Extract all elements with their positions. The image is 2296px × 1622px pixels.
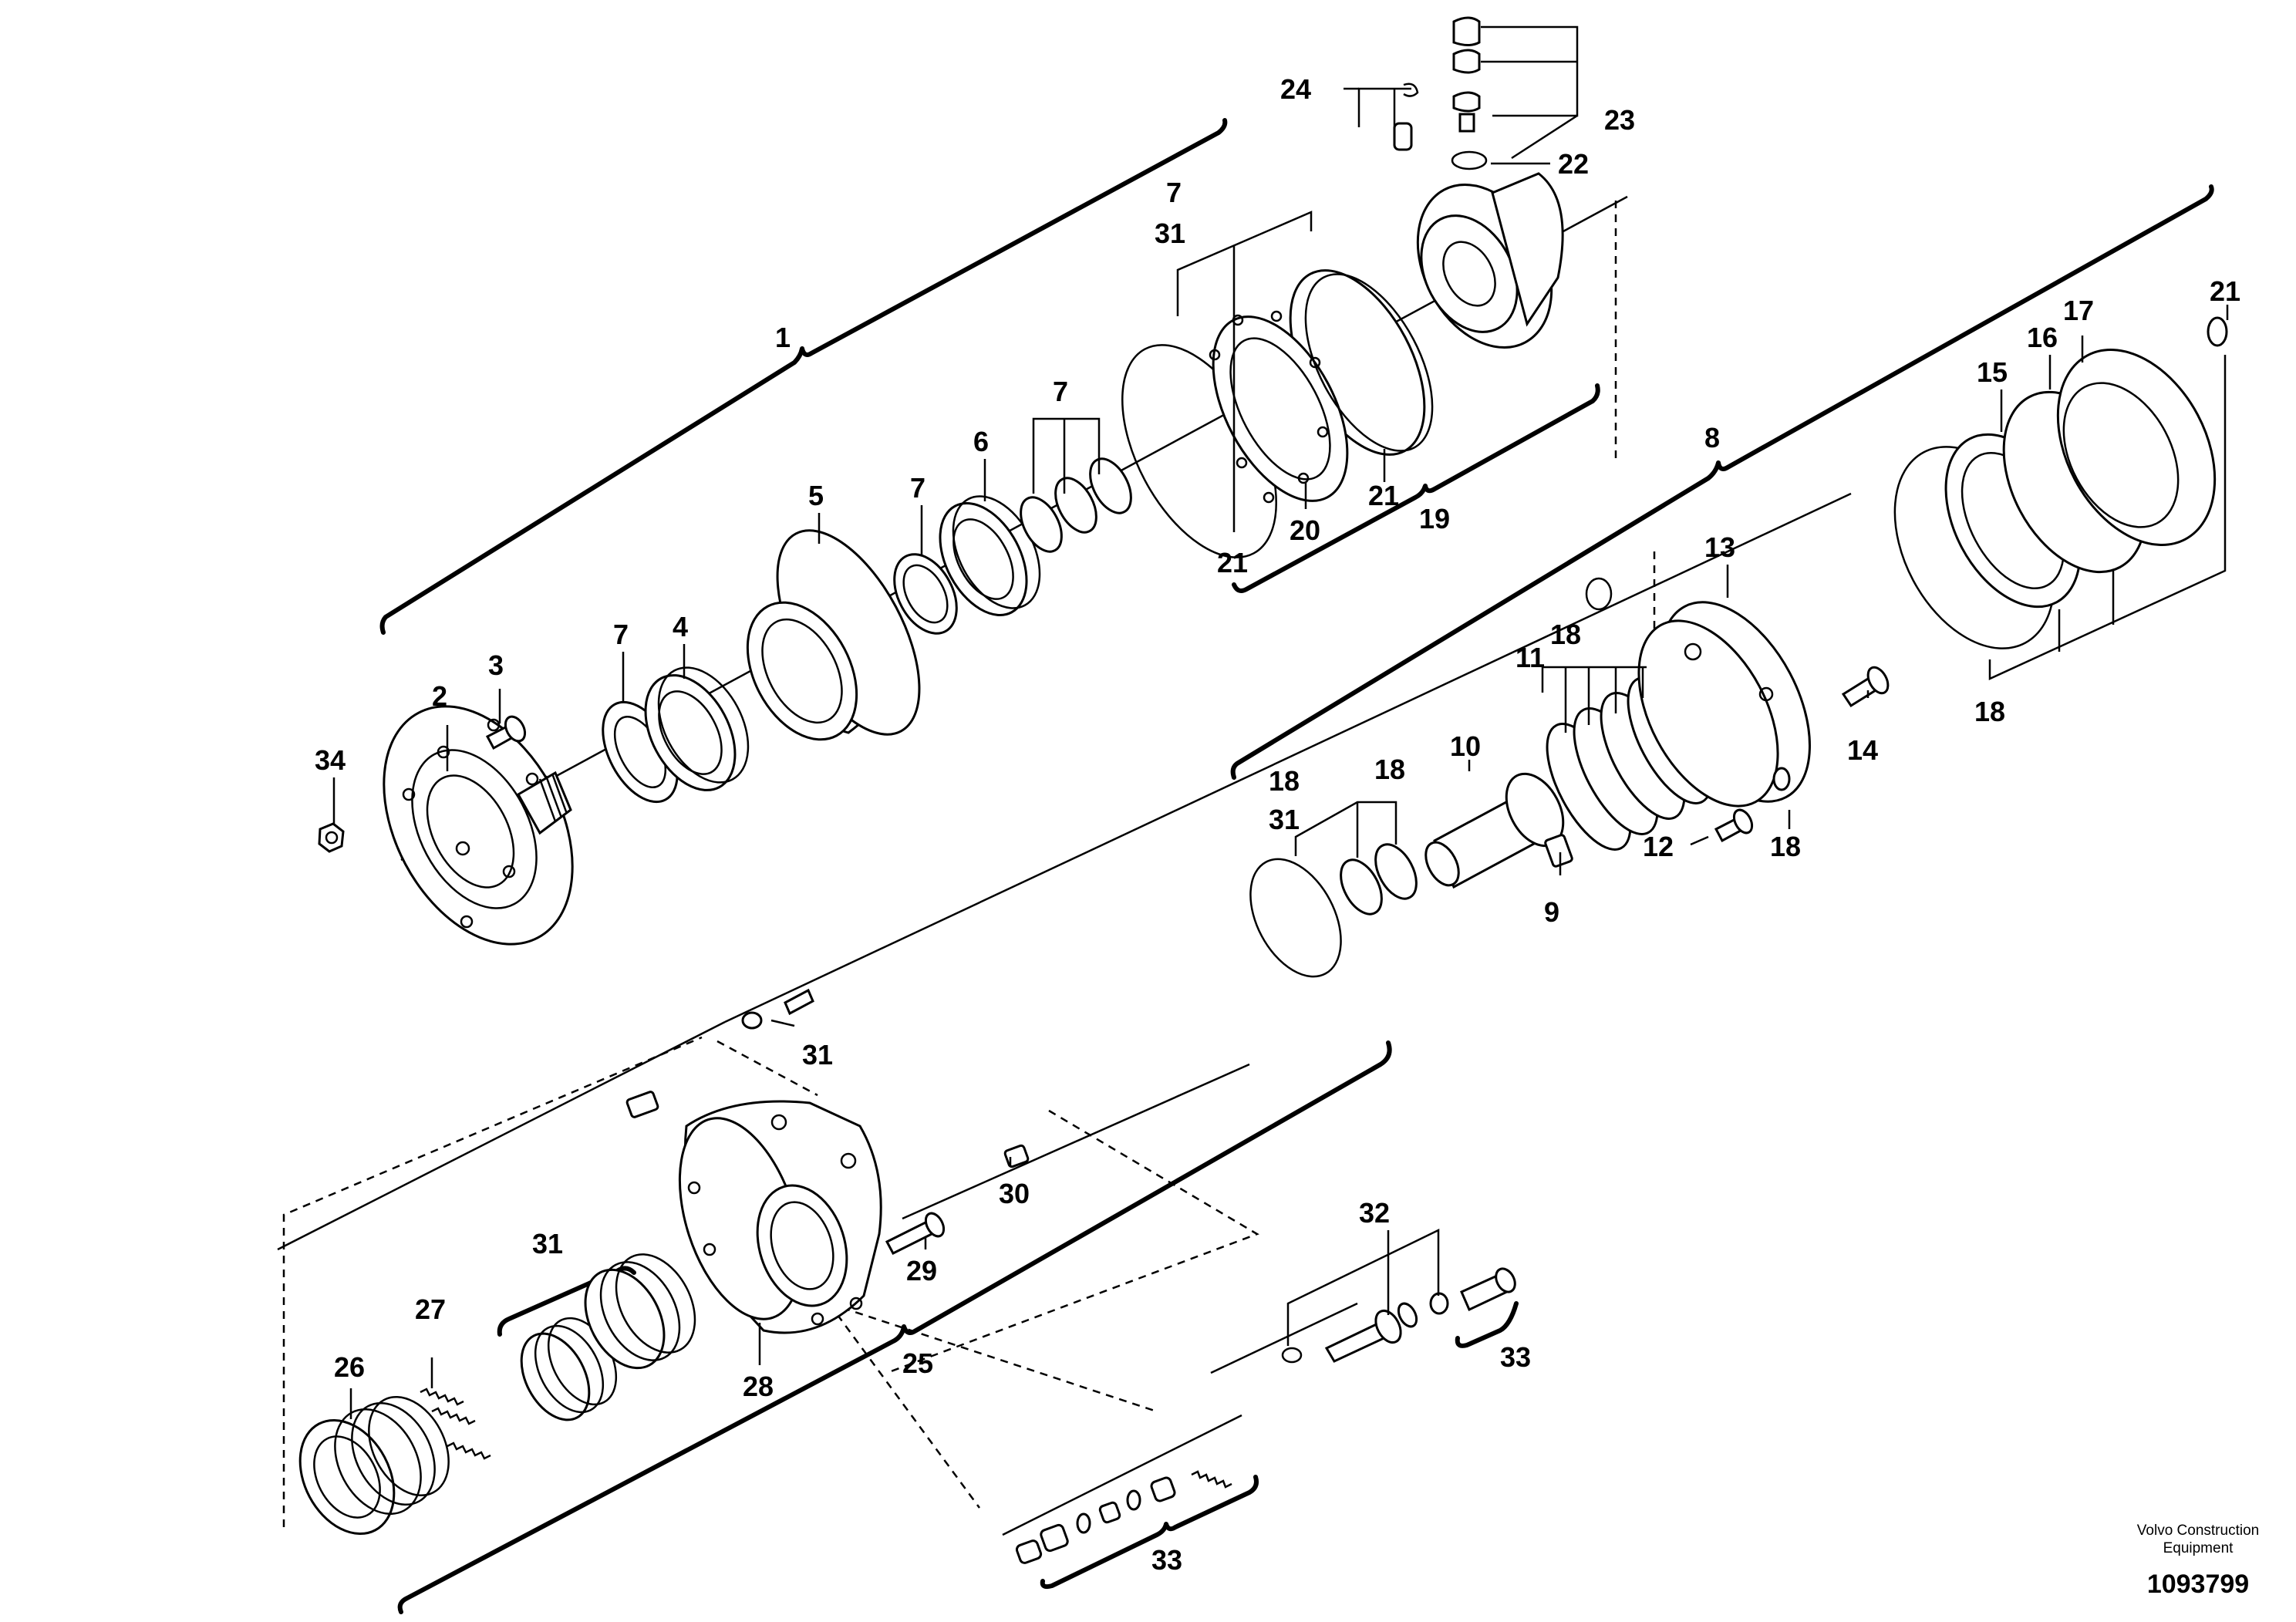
part-12-bolt (1714, 808, 1754, 843)
callout-24: 24 (1280, 73, 1311, 105)
callout-31-lower: 31 (802, 1039, 833, 1071)
brand-line-2: Equipment (2163, 1540, 2234, 1556)
footer: Volvo Construction Equipment 1093799 (2137, 1523, 2259, 1599)
callout-14: 14 (1847, 734, 1878, 766)
bracket-33-lower (1040, 1475, 1259, 1590)
part-26-spool (298, 1395, 450, 1536)
callout-21-left: 21 (1217, 547, 1248, 578)
callout-23: 23 (1604, 104, 1635, 136)
part-19-cover (1416, 172, 1564, 349)
callout-2: 2 (432, 680, 447, 712)
part-27-small-springs (420, 1388, 491, 1460)
part-31-bolt-washer (741, 988, 814, 1030)
callout-9: 9 (1544, 896, 1559, 928)
callout-8: 8 (1704, 422, 1720, 454)
callout-30: 30 (999, 1178, 1030, 1209)
part-22-oring (1451, 150, 1488, 170)
callout-18-right: 18 (1974, 696, 2005, 727)
callout-21-mid: 21 (1368, 480, 1399, 511)
part-18-snap-rings (1340, 843, 1418, 916)
part-13-brake-housing (1637, 601, 1811, 808)
leader-lines (332, 25, 2229, 1419)
document-number: 1093799 (2147, 1570, 2249, 1599)
callout-1: 1 (775, 322, 791, 353)
callout-32: 32 (1359, 1197, 1390, 1229)
callout-18-left: 18 (1269, 765, 1300, 797)
brand-line-1: Volvo Construction (2137, 1523, 2259, 1539)
part-34-nut (318, 822, 345, 853)
part-29-bolt (885, 1212, 946, 1255)
part-18-oring-large (1249, 858, 1342, 978)
part-18-oring-small (1585, 577, 1613, 611)
dashed-reference-lines (282, 201, 1656, 1527)
part-5-hub-housing (746, 529, 921, 741)
callout-31-left: 31 (1269, 804, 1300, 835)
callout-18-oring: 18 (1550, 619, 1581, 650)
callout-22: 22 (1558, 148, 1589, 180)
group-brackets (379, 118, 2214, 1614)
part-6-bearing (939, 495, 1041, 616)
bracket-25 (397, 1040, 1392, 1614)
bracket-19 (1232, 383, 1600, 593)
part-17-cover (2056, 349, 2217, 546)
callout-26: 26 (334, 1351, 365, 1383)
callout-7-snap: 7 (1053, 376, 1068, 407)
bracket-1 (379, 118, 1228, 635)
part-33-spring-stack (1015, 1470, 1232, 1564)
part-33-plug (1460, 1267, 1516, 1312)
callout-7-top: 7 (1166, 177, 1182, 208)
callout-15: 15 (1977, 356, 2008, 388)
part-7-snap-rings (1020, 457, 1132, 553)
callout-7-seal: 7 (613, 619, 629, 650)
callouts: 1 2 3 34 7 4 5 7 6 7 7 31 21 20 21 19 24… (315, 73, 2240, 1576)
part-10-shaft (1424, 772, 1565, 889)
bracket-31-springs (497, 1266, 636, 1337)
callout-33-upper: 33 (1500, 1341, 1531, 1373)
callout-27: 27 (415, 1293, 446, 1325)
part-23-plugs (1452, 16, 1481, 133)
callout-34: 34 (315, 744, 346, 776)
callout-25: 25 (902, 1347, 933, 1379)
callout-11: 11 (1515, 642, 1545, 673)
part-28-valve-housing (678, 1100, 882, 1334)
part-14-bolt (1841, 666, 1890, 708)
callout-17: 17 (2063, 295, 2094, 326)
callout-29: 29 (906, 1255, 937, 1286)
callout-12: 12 (1643, 831, 1674, 862)
callout-28: 28 (743, 1371, 774, 1402)
callout-31-top: 31 (1155, 218, 1185, 249)
part-3-bolt (485, 715, 527, 750)
callout-7-ring: 7 (910, 472, 925, 504)
callout-4: 4 (673, 611, 688, 642)
callout-31-springs: 31 (532, 1228, 563, 1259)
callout-21-right: 21 (2210, 275, 2240, 307)
callout-10: 10 (1450, 730, 1481, 762)
callout-33-lower: 33 (1151, 1544, 1182, 1576)
part-7-ring (893, 553, 958, 635)
bracket-33-upper (1455, 1301, 1519, 1348)
part-20-ring-gear (1209, 269, 1426, 504)
part-4-bearing (644, 666, 750, 791)
part-31-springs (520, 1253, 696, 1421)
part-2-flange-shaft (383, 705, 574, 946)
callout-19: 19 (1419, 503, 1450, 534)
callout-3: 3 (488, 649, 504, 681)
callout-13: 13 (1704, 531, 1735, 563)
callout-18-snap: 18 (1374, 754, 1405, 785)
part-21-seal-right (2207, 316, 2228, 347)
part-pin-left (625, 1091, 659, 1118)
callout-18-washer: 18 (1770, 831, 1801, 862)
callout-6: 6 (973, 426, 989, 457)
part-24-pins (1393, 83, 1419, 151)
part-21-ring (1304, 273, 1434, 452)
callout-20: 20 (1290, 514, 1320, 546)
callout-16: 16 (2027, 322, 2058, 353)
callout-5: 5 (808, 480, 824, 511)
bracket-8 (1230, 184, 2214, 780)
part-9-pin (1544, 834, 1573, 868)
part-32-valve-kit (1281, 1292, 1449, 1364)
part-18-washer (1772, 767, 1791, 791)
